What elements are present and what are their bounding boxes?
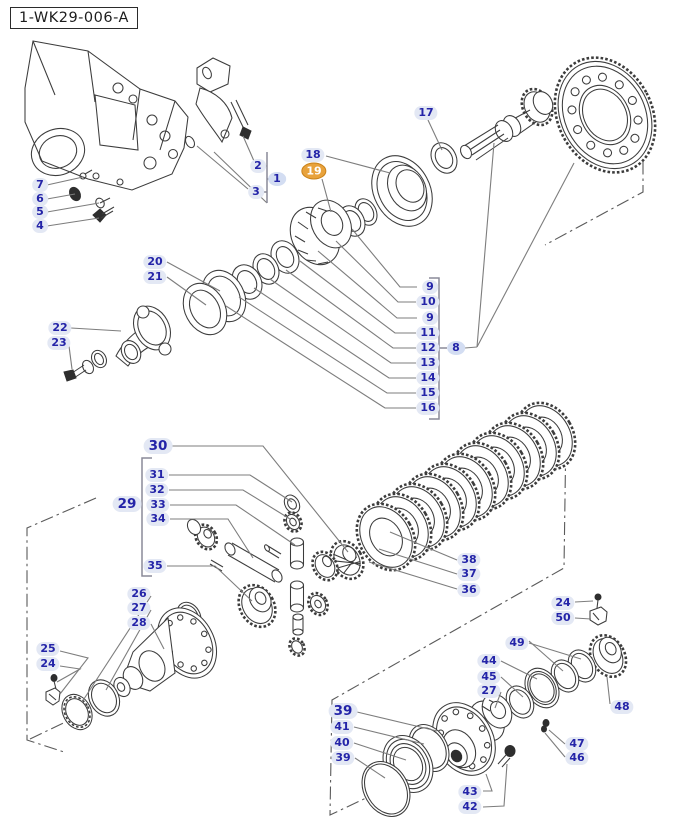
part-pinion-assembly bbox=[182, 56, 657, 336]
callout-19-highlighted[interactable]: 19 bbox=[301, 162, 327, 180]
callout-36[interactable]: 36 bbox=[457, 583, 481, 597]
callout-13[interactable]: 13 bbox=[416, 356, 440, 370]
callout-24a[interactable]: 24 bbox=[36, 657, 60, 671]
callout-3[interactable]: 3 bbox=[248, 185, 264, 199]
callout-30-group[interactable]: 30 bbox=[143, 438, 173, 454]
callout-4[interactable]: 4 bbox=[32, 219, 48, 233]
callout-29-group[interactable]: 29 bbox=[112, 496, 142, 512]
callout-48[interactable]: 48 bbox=[610, 700, 634, 714]
callout-39b[interactable]: 39 bbox=[331, 751, 355, 765]
callout-41[interactable]: 41 bbox=[330, 720, 354, 734]
part-diff-housing-assembly bbox=[361, 593, 628, 817]
callout-25[interactable]: 25 bbox=[36, 642, 60, 656]
callout-33[interactable]: 33 bbox=[146, 498, 170, 512]
callout-24b[interactable]: 24 bbox=[551, 596, 575, 610]
callout-21[interactable]: 21 bbox=[143, 270, 167, 284]
part-roller-c bbox=[292, 613, 304, 636]
part-small-fasteners bbox=[68, 169, 115, 223]
part-pinion-shaft bbox=[459, 87, 554, 161]
callout-38[interactable]: 38 bbox=[457, 553, 481, 567]
callout-10[interactable]: 10 bbox=[416, 295, 440, 309]
callout-27b[interactable]: 27 bbox=[477, 684, 501, 698]
callout-5[interactable]: 5 bbox=[32, 205, 48, 219]
callout-43[interactable]: 43 bbox=[458, 785, 482, 799]
callout-46[interactable]: 46 bbox=[565, 751, 589, 765]
part-bearing-19 bbox=[289, 199, 352, 266]
part-diff-carrier bbox=[45, 607, 218, 731]
callout-28[interactable]: 28 bbox=[127, 616, 151, 630]
callout-49[interactable]: 49 bbox=[505, 636, 529, 650]
leader-lines bbox=[46, 119, 611, 808]
callout-22[interactable]: 22 bbox=[48, 321, 72, 335]
callout-26[interactable]: 26 bbox=[127, 587, 151, 601]
callout-39-group[interactable]: 39 bbox=[328, 703, 358, 719]
part-cross-pin-34 bbox=[224, 542, 283, 583]
part-roller-b bbox=[289, 580, 305, 613]
callout-47[interactable]: 47 bbox=[565, 737, 589, 751]
callout-9b[interactable]: 9 bbox=[422, 311, 438, 325]
callout-50[interactable]: 50 bbox=[551, 611, 575, 625]
callout-40[interactable]: 40 bbox=[330, 736, 354, 750]
callout-42[interactable]: 42 bbox=[458, 800, 482, 814]
part-clamp-bracket bbox=[184, 57, 252, 149]
callout-11[interactable]: 11 bbox=[416, 326, 440, 340]
callout-2[interactable]: 2 bbox=[250, 159, 266, 173]
part-yoke bbox=[63, 305, 172, 382]
callout-9a[interactable]: 9 bbox=[422, 280, 438, 294]
diagram-code-box: 1-WK29-006-A bbox=[10, 7, 138, 29]
callout-45[interactable]: 45 bbox=[477, 670, 501, 684]
part-housing bbox=[24, 40, 189, 191]
callout-37[interactable]: 37 bbox=[457, 567, 481, 581]
callout-15[interactable]: 15 bbox=[416, 386, 440, 400]
callout-35[interactable]: 35 bbox=[143, 559, 167, 573]
callout-8[interactable]: 8 bbox=[447, 341, 465, 355]
callout-23[interactable]: 23 bbox=[47, 336, 71, 350]
callout-32[interactable]: 32 bbox=[145, 483, 169, 497]
callout-7[interactable]: 7 bbox=[32, 178, 48, 192]
diagram-code: 1-WK29-006-A bbox=[19, 10, 129, 26]
callout-18[interactable]: 18 bbox=[301, 148, 325, 162]
callout-44[interactable]: 44 bbox=[477, 654, 501, 668]
callout-27a[interactable]: 27 bbox=[127, 601, 151, 615]
callout-12[interactable]: 12 bbox=[416, 341, 440, 355]
callout-6[interactable]: 6 bbox=[32, 192, 48, 206]
callout-1[interactable]: 1 bbox=[268, 172, 286, 186]
callout-31[interactable]: 31 bbox=[145, 468, 169, 482]
callout-34[interactable]: 34 bbox=[146, 512, 170, 526]
callout-17[interactable]: 17 bbox=[414, 106, 438, 120]
callout-14[interactable]: 14 bbox=[416, 371, 440, 385]
callout-16[interactable]: 16 bbox=[416, 401, 440, 415]
callout-20[interactable]: 20 bbox=[143, 255, 167, 269]
